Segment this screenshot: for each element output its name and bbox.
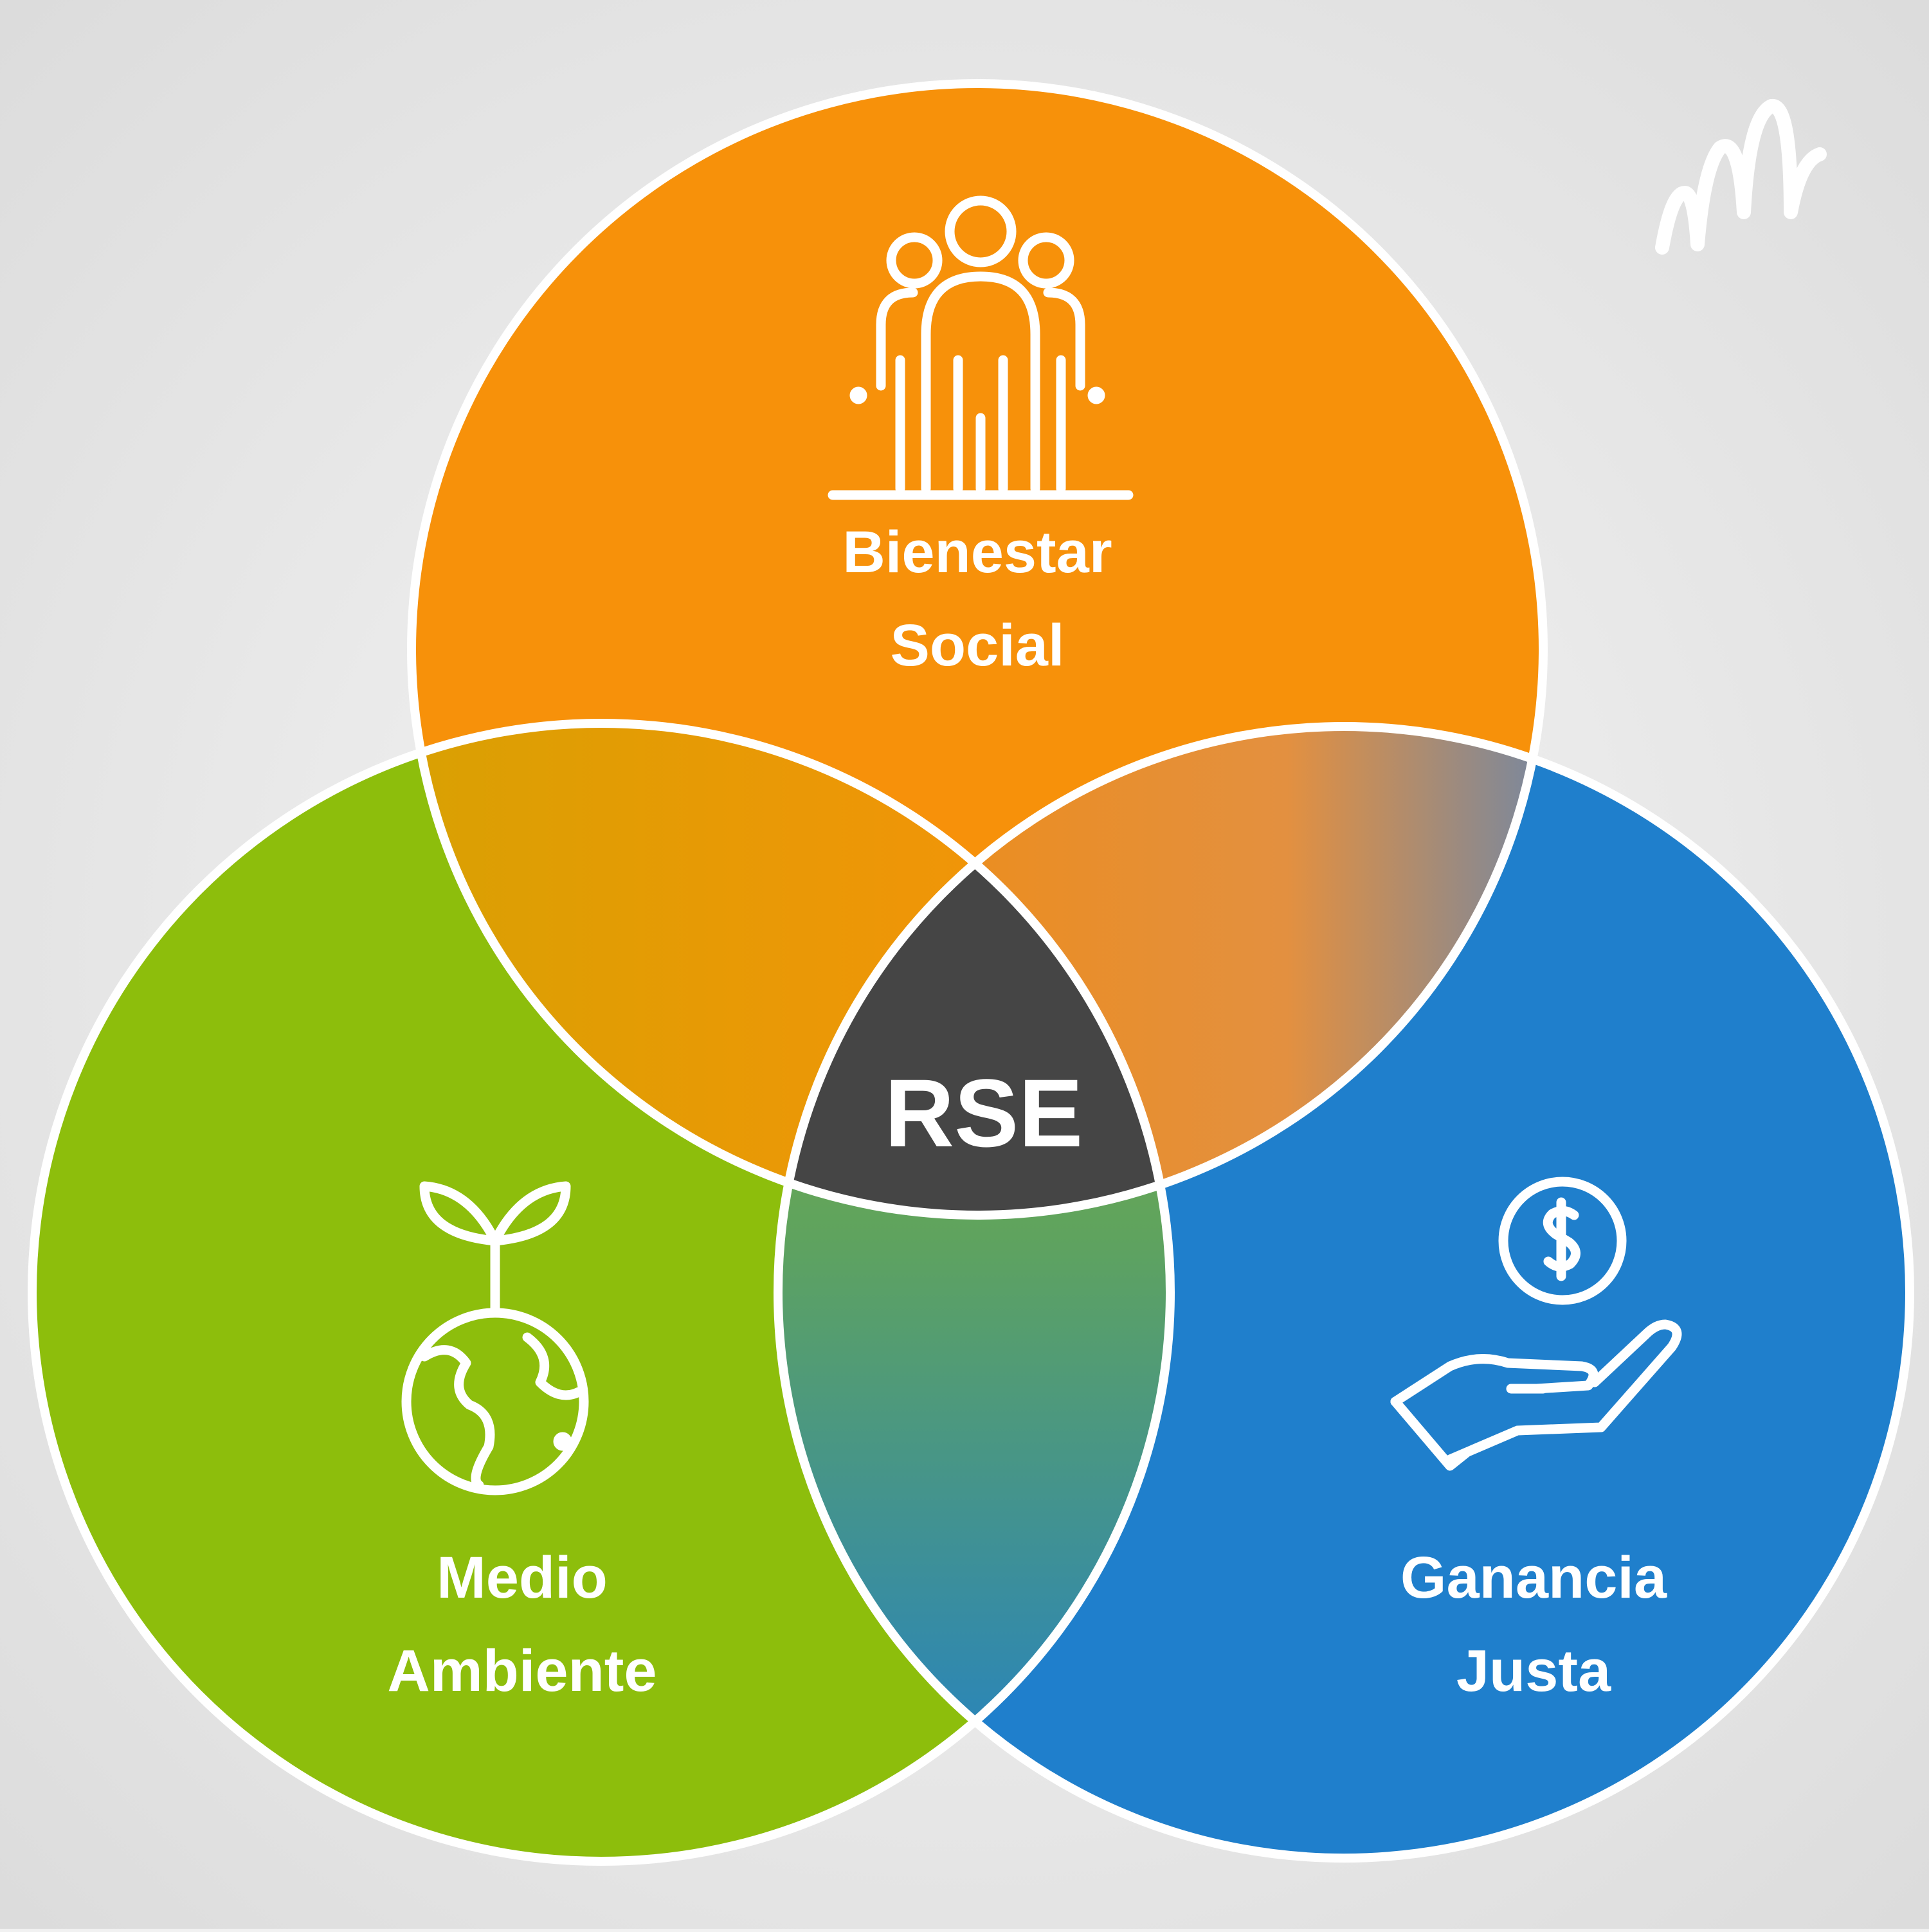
- label-profit-line2: Justa: [1456, 1638, 1611, 1704]
- label-environment-line2: Ambiente: [387, 1638, 657, 1704]
- outline-environment: [28, 719, 1175, 1866]
- people-group-icon: [828, 195, 1134, 500]
- podcast-waveform-icon: [1655, 99, 1827, 255]
- center-triple-overlap: [778, 727, 1170, 1215]
- outline-profit: [774, 722, 1914, 1863]
- label-social-line2: Social: [890, 613, 1064, 678]
- label-environment-line1: Medio: [437, 1545, 608, 1611]
- label-profit-line1: Ganancia: [1400, 1545, 1667, 1611]
- center-label: RSE: [885, 1059, 1083, 1167]
- hand-coin-icon: [1390, 1177, 1682, 1471]
- plant-globe-icon: [401, 1181, 589, 1495]
- label-social-line1: Bienestar: [842, 519, 1112, 585]
- outline-social: [407, 79, 1548, 1220]
